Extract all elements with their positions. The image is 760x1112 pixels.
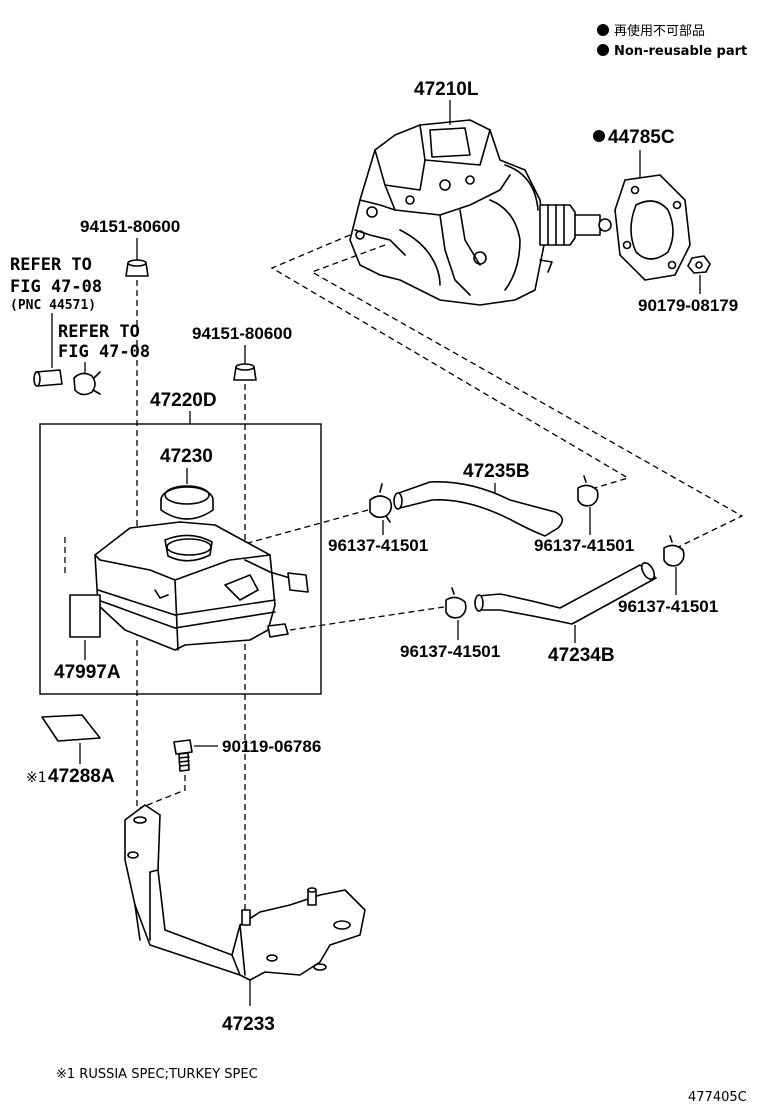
hose-upper-drawing <box>393 481 564 537</box>
caution-plate-drawing <box>41 714 101 742</box>
legend: 再使用不可部品 Non-reusable part <box>597 23 747 59</box>
non-reusable-bullet-icon <box>597 44 609 56</box>
nut-drawing <box>687 255 711 274</box>
label-plate-drawing <box>69 594 101 638</box>
bracket-drawing <box>124 804 366 981</box>
clip-3-drawing <box>663 535 685 567</box>
non-reusable-bullet-icon <box>597 24 609 36</box>
connection-guide <box>270 234 630 491</box>
install-guide <box>247 509 369 544</box>
bolt-part-number: 90119-06786 <box>222 737 321 756</box>
legend-jp: 再使用不可部品 <box>614 23 705 39</box>
grommet-left-part-number: 94151-80600 <box>80 217 180 236</box>
install-guide <box>139 775 186 809</box>
grommet-right-drawing <box>233 363 257 381</box>
hose-lower-part-number: 47234B <box>548 645 615 666</box>
bracket-part-number: 47233 <box>222 1014 275 1035</box>
hose-lower-drawing <box>474 562 657 625</box>
refer-text-5: FIG 47-08 <box>58 342 150 362</box>
legend-en: Non-reusable part <box>614 44 747 59</box>
refer-text-2: FIG 47-08 <box>10 277 102 297</box>
clip-3-part-number: 96137-41501 <box>618 597 718 616</box>
refer-text-4: REFER TO <box>58 322 140 342</box>
cap-part-number: 47230 <box>160 446 213 467</box>
clip-2-drawing <box>577 475 599 507</box>
reservoir-assy-part-number: 47220D <box>150 390 217 411</box>
clip-1-part-number: 96137-41501 <box>328 536 428 555</box>
clip-4-part-number: 96137-41501 <box>400 642 500 661</box>
nut-part-number: 90179-08179 <box>638 296 738 315</box>
refer-text-1: REFER TO <box>10 255 92 275</box>
connection-guide <box>310 244 744 551</box>
grommet-left-drawing <box>125 259 149 277</box>
booster-part-number: 47210L <box>414 79 479 100</box>
bolt-drawing <box>173 739 193 772</box>
gasket-drawing <box>614 174 691 281</box>
caution-mark: ※1 <box>26 770 47 786</box>
clip-4-drawing <box>445 587 467 619</box>
install-guide <box>289 606 445 631</box>
reservoir-assy-frame <box>39 423 322 695</box>
clip-1-drawing <box>369 483 393 523</box>
gasket-part-number: 44785C <box>608 127 675 148</box>
clip-2-part-number: 96137-41501 <box>534 536 634 555</box>
cap-drawing <box>160 485 214 520</box>
footnote: ※1 RUSSIA SPEC;TURKEY SPEC <box>56 1067 258 1082</box>
grommet-right-part-number: 94151-80600 <box>192 324 292 343</box>
hose-stub-drawing <box>33 369 101 396</box>
refer-text-3: (PNC 44571) <box>10 298 96 313</box>
reservoir-tank-drawing <box>94 521 309 651</box>
hose-upper-part-number: 47235B <box>463 461 530 482</box>
brake-booster-drawing <box>349 119 612 306</box>
caution-plate-part-number: 47288A <box>48 766 115 787</box>
label-plate-part-number: 47997A <box>54 662 121 683</box>
diagram-code: 477405C <box>688 1090 747 1105</box>
non-reusable-bullet-icon <box>593 130 605 142</box>
